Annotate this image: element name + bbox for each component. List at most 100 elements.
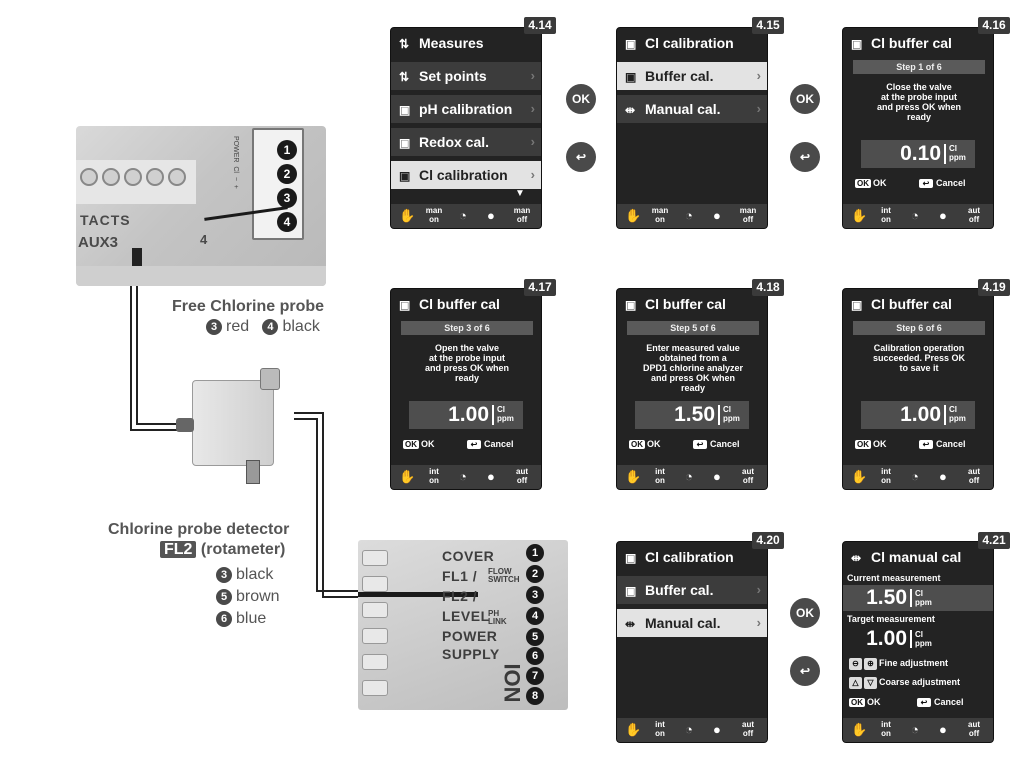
back-key-icon: ↩	[693, 440, 707, 449]
screen-title: ▣Cl calibration	[617, 542, 767, 572]
current-measurement-label: Current measurement	[847, 573, 941, 583]
calibration-icon: ▣	[625, 298, 637, 312]
unit-text: Cl ppm	[915, 589, 932, 607]
separator	[718, 405, 720, 425]
clip	[362, 602, 388, 618]
step-indicator: Step 6 of 6	[853, 321, 985, 335]
screen-badge: 4.19	[978, 279, 1010, 296]
signal-icon: ◔	[911, 722, 919, 737]
calibration-icon: ▣	[851, 298, 863, 312]
up-icon[interactable]: △	[849, 677, 862, 689]
ok-button[interactable]: OK	[790, 84, 820, 114]
screen-title-text: Cl calibration	[645, 549, 734, 565]
footer-right-label: aut off	[742, 467, 754, 485]
calibration-icon: ▣	[625, 70, 637, 84]
supply-label: SUPPLY	[442, 646, 500, 662]
screen-title: ▣Cl buffer cal	[843, 28, 993, 58]
unit-text: Cl ppm	[497, 405, 514, 423]
wire-line	[316, 418, 318, 592]
detector-subtitle: FL2 (rotameter)	[160, 541, 285, 559]
fine-label: Fine adjustment	[879, 658, 949, 668]
target-value-display[interactable]: 1.00 Cl ppm	[843, 626, 993, 652]
probe-body	[192, 380, 274, 466]
menu-item-buffer-cal[interactable]: ▣Buffer cal.›	[617, 576, 767, 604]
step-indicator: Step 3 of 6	[401, 321, 533, 335]
terminal-photo: TACTS AUX3 4 POWER Cl − + 1 2 3 4	[76, 126, 326, 286]
plus-icon[interactable]: ⊕	[864, 658, 877, 670]
screen-footer: ✋ man on ◔ ● man off	[617, 204, 767, 228]
unit-text: Cl ppm	[949, 405, 966, 423]
menu-item-label: Buffer cal.	[645, 582, 714, 598]
pin-badge-3: 3	[277, 188, 297, 208]
photo-edge	[76, 266, 326, 286]
back-key-icon: ↩	[917, 698, 931, 707]
menu-item-ph-calibration[interactable]: ▣pH calibration›	[391, 95, 541, 123]
back-button[interactable]: ↩	[790, 656, 820, 686]
menu-item-manual-cal[interactable]: ⇹Manual cal.›	[617, 609, 767, 637]
screen-title: ▣Cl calibration	[617, 28, 767, 58]
menu-item-buffer-cal[interactable]: ▣Buffer cal.›	[617, 62, 767, 90]
back-button[interactable]: ↩	[790, 142, 820, 172]
calibration-icon: ▣	[399, 136, 411, 150]
cancel-action[interactable]: ↩Cancel	[919, 439, 966, 449]
unit-text: Cl ppm	[723, 405, 740, 423]
cancel-action[interactable]: ↩Cancel	[917, 697, 964, 707]
menu-item-label: pH calibration	[419, 101, 513, 117]
cancel-action[interactable]: ↩Cancel	[467, 439, 514, 449]
footer-right-label: aut off	[968, 206, 980, 224]
coarse-adjust-row: △▽Coarse adjustment	[849, 677, 960, 689]
screen-badge: 4.15	[752, 17, 784, 34]
cancel-action[interactable]: ↩Cancel	[693, 439, 740, 449]
manual-cal-icon: ⇹	[625, 617, 636, 631]
menu-item-cl-calibration[interactable]: ▣Cl calibration›	[391, 161, 541, 189]
fine-adjust-row: ⊖⊕Fine adjustment	[849, 658, 948, 670]
wire-line	[294, 418, 316, 420]
cancel-action[interactable]: ↩Cancel	[919, 178, 966, 188]
aux-label: AUX3	[78, 234, 119, 251]
signal-icon: ◔	[685, 208, 693, 223]
bulb-icon: ●	[939, 469, 947, 484]
screen-title: ▣Cl buffer cal	[843, 289, 993, 319]
instruction-text: Close the valve at the probe input and p…	[876, 82, 962, 122]
value-text: 1.50	[674, 403, 715, 426]
hand-icon: ✋	[625, 722, 642, 737]
separator	[910, 630, 912, 648]
chevron-right-icon: ›	[756, 101, 761, 116]
footer-left-label: int on	[655, 720, 665, 738]
menu-item-redox[interactable]: ▣Redox cal.›	[391, 128, 541, 156]
chevron-right-icon: ›	[756, 615, 761, 630]
signal-icon: ◔	[685, 469, 693, 484]
bulb-icon: ●	[713, 722, 721, 737]
menu-item-manual-cal[interactable]: ⇹Manual cal.›	[617, 95, 767, 123]
menu-item-set-points[interactable]: ⇅Set points›	[391, 62, 541, 90]
screen-badge: 4.14	[524, 17, 556, 34]
value-text: 1.00	[866, 627, 907, 650]
back-button[interactable]: ↩	[566, 142, 596, 172]
pin-badge-3: 3	[526, 586, 544, 604]
ok-key-icon: OK	[403, 440, 419, 449]
footer-left-label: int on	[881, 467, 891, 485]
separator	[492, 405, 494, 425]
screen-badge: 4.21	[978, 532, 1010, 549]
screen-4-19: ▣Cl buffer cal Step 6 of 6 Calibration o…	[842, 288, 994, 490]
wire	[358, 592, 478, 597]
ion-label: ION	[499, 663, 525, 703]
minus-icon[interactable]: ⊖	[849, 658, 862, 670]
ok-button[interactable]: OK	[566, 84, 596, 114]
footer-left-label: int on	[429, 467, 439, 485]
scroll-down-icon: ▼	[515, 188, 525, 199]
ok-button[interactable]: OK	[790, 598, 820, 628]
menu-item-label: Manual cal.	[645, 101, 721, 117]
back-key-icon: ↩	[467, 440, 481, 449]
probe-photo	[172, 368, 296, 490]
value-display: 1.00 Cl ppm	[861, 401, 975, 429]
down-icon[interactable]: ▽	[864, 677, 877, 689]
